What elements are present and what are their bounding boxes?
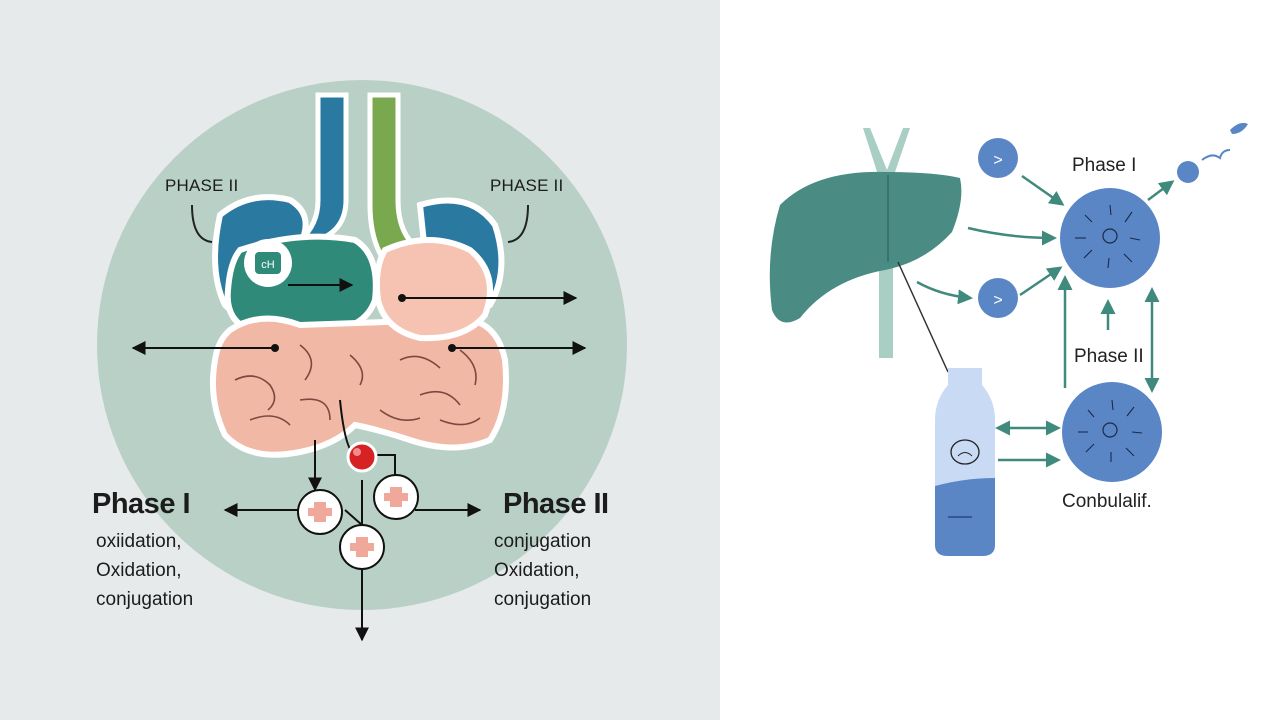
badge-text: cH bbox=[261, 259, 275, 271]
liver-shape bbox=[769, 171, 962, 323]
phase1-line-2: Oxidation, bbox=[96, 560, 182, 581]
phase2-label: Phase II bbox=[1074, 346, 1144, 367]
pathway-arrows bbox=[916, 174, 1175, 468]
phase2-cell bbox=[1062, 382, 1162, 482]
right-diagram-svg: > > bbox=[769, 122, 1248, 556]
svg-text:>: > bbox=[993, 152, 1002, 169]
red-marker bbox=[346, 441, 378, 473]
phase1-cell bbox=[1060, 188, 1160, 288]
pink-upper-lobe bbox=[373, 237, 493, 342]
phase1-line-3: conjugation bbox=[96, 589, 194, 610]
phase2-line-3: conjugation bbox=[494, 589, 592, 610]
conjugation-label: Conbulalif. bbox=[1062, 491, 1152, 512]
left-bracket bbox=[191, 204, 213, 243]
left-illustration-panel: cH bbox=[0, 0, 720, 720]
right-illustration-panel: > > bbox=[720, 0, 1280, 720]
organ-texture bbox=[234, 344, 481, 426]
right-bracket bbox=[507, 204, 529, 243]
phase2-line-1: conjugation bbox=[494, 531, 592, 552]
marker-circle-bottom: > bbox=[978, 278, 1018, 318]
cross-circle-2 bbox=[373, 474, 419, 520]
left-diagram-svg: cH bbox=[97, 80, 627, 642]
phase2-title: Phase II bbox=[503, 488, 609, 520]
marker-circle-top: > bbox=[978, 138, 1018, 178]
phase1-label: Phase I bbox=[1072, 155, 1137, 176]
cross-circle-3 bbox=[339, 524, 385, 570]
phase1-line-1: oxiidation, bbox=[96, 531, 182, 552]
badge-square bbox=[255, 252, 281, 274]
phase2-line-2: Oxidation, bbox=[494, 560, 580, 581]
cross-circle-1 bbox=[297, 489, 343, 535]
svg-text:>: > bbox=[993, 292, 1002, 309]
bottle bbox=[935, 368, 995, 556]
excreted-molecule bbox=[1177, 122, 1248, 183]
top-left-phase-label: PHASE II bbox=[165, 176, 239, 195]
top-right-phase-label: PHASE II bbox=[490, 176, 564, 195]
liver-bottle-connector bbox=[897, 261, 949, 373]
phase1-title: Phase I bbox=[92, 488, 191, 520]
